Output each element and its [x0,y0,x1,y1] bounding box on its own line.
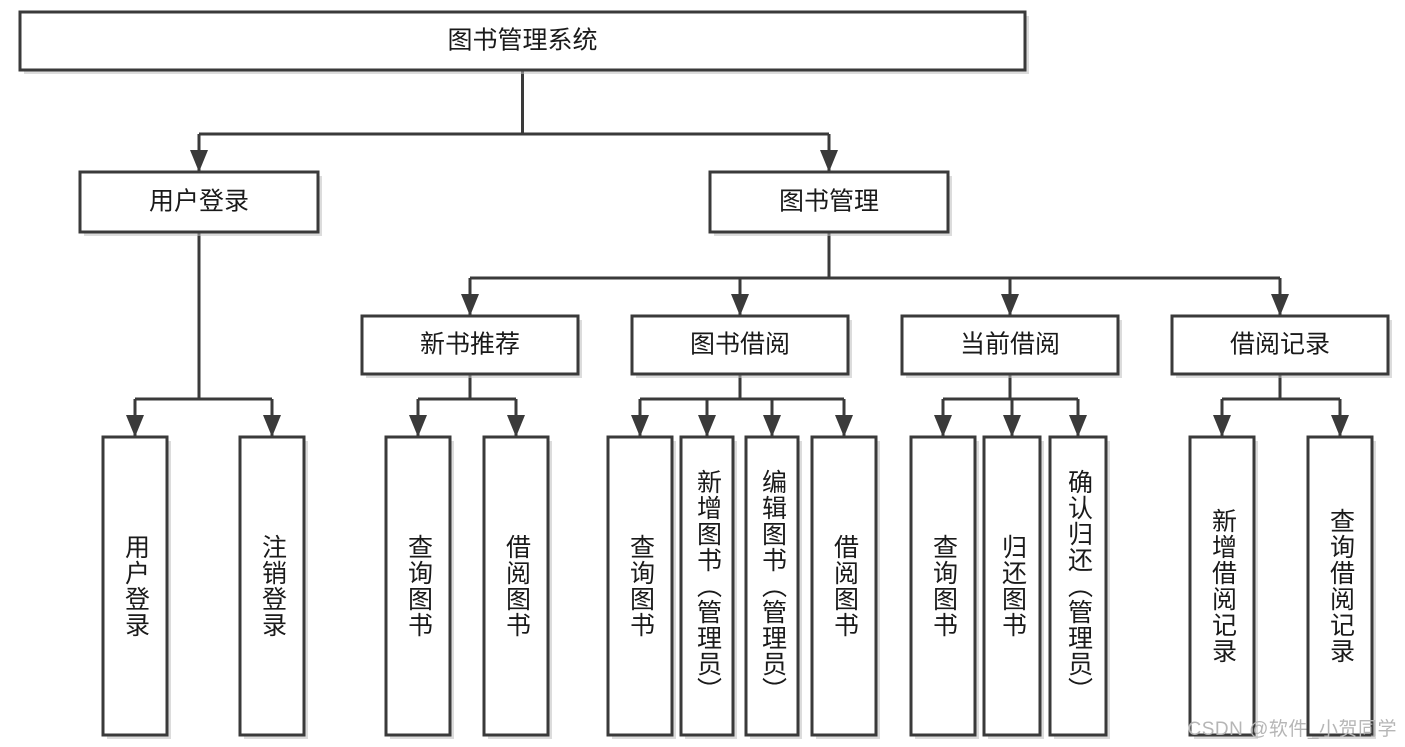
arrow-head-icon [631,415,649,437]
node-book-management-label: 图书管理 [779,188,879,216]
arrow-head-icon [263,415,281,437]
node-leaf-query-book-1[interactable] [384,435,452,737]
arrow-head-icon [1213,415,1231,437]
node-book-management[interactable] [708,170,950,234]
arrow-head-icon [1001,294,1019,316]
arrow-head-icon [835,415,853,437]
node-new-book-recommend[interactable] [360,314,580,376]
node-root-system[interactable] [18,10,1027,72]
arrow-head-icon [934,415,952,437]
node-leaf-edit-book-admin[interactable] [744,435,800,737]
node-leaf-logout[interactable] [238,435,306,737]
arrow-head-icon [507,415,525,437]
arrow-head-icon [461,294,479,316]
node-leaf-borrow-book-1[interactable] [482,435,550,737]
arrow-head-icon [1069,415,1087,437]
node-leaf-add-borrow-record[interactable] [1188,435,1256,737]
node-leaf-borrow-book-2[interactable] [810,435,878,737]
node-new-book-recommend-label: 新书推荐 [420,331,520,359]
node-book-borrow-label: 图书借阅 [690,331,790,359]
node-user-login[interactable] [78,170,320,234]
node-borrow-record-label: 借阅记录 [1230,331,1330,359]
watermark-text: CSDN @软件_小贺同学 [1187,719,1397,740]
arrow-head-icon [820,150,838,172]
arrow-head-icon [1003,415,1021,437]
node-leaf-return-book[interactable] [982,435,1042,737]
node-current-borrow[interactable] [900,314,1120,376]
arrow-head-icon [190,150,208,172]
connectors-layer [126,70,1349,437]
arrow-head-icon [698,415,716,437]
arrow-head-icon [1331,415,1349,437]
node-leaf-add-book-admin[interactable] [679,435,735,737]
node-book-borrow[interactable] [630,314,850,376]
node-leaf-user-login[interactable] [101,435,169,737]
boxes-layer [18,10,1392,739]
arrow-head-icon [126,415,144,437]
arrow-head-icon [763,415,781,437]
node-leaf-confirm-return-admin[interactable] [1048,435,1108,737]
arrow-head-icon [409,415,427,437]
node-user-login-label: 用户登录 [149,188,249,216]
node-root-system-label: 图书管理系统 [447,27,597,55]
node-borrow-record[interactable] [1170,314,1390,376]
arrow-head-icon [1271,294,1289,316]
node-leaf-query-book-2[interactable] [606,435,674,737]
node-leaf-query-book-3[interactable] [909,435,977,737]
node-current-borrow-label: 当前借阅 [960,331,1060,359]
node-leaf-query-borrow-record[interactable] [1306,435,1374,737]
arrow-head-icon [731,294,749,316]
